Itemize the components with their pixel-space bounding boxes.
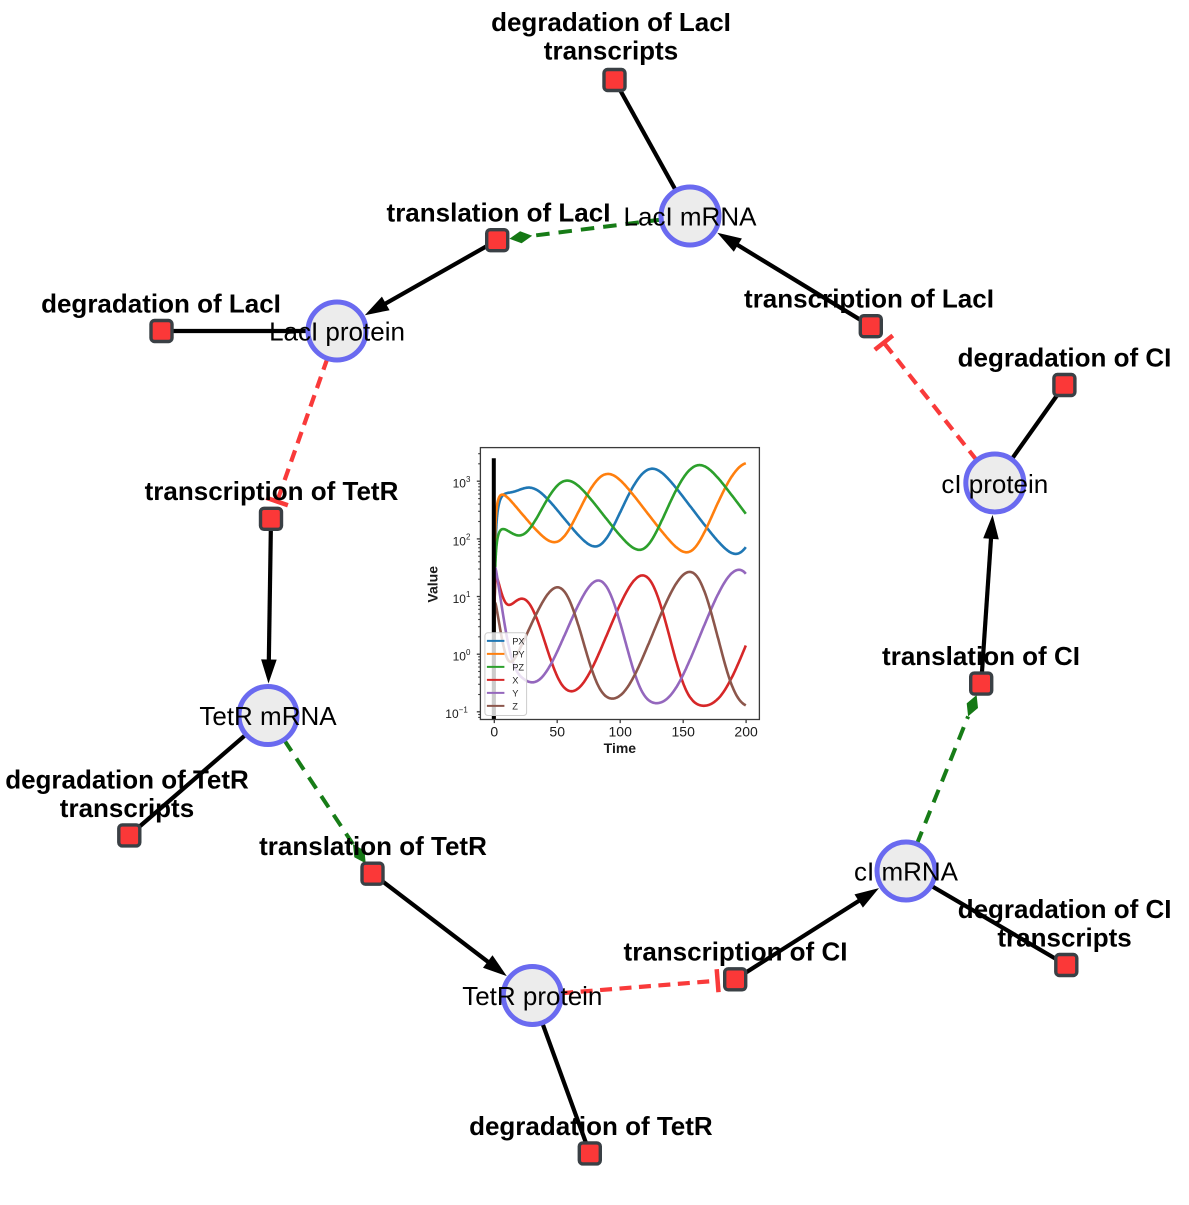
svg-text:transcription of TetR: transcription of TetR — [145, 476, 399, 506]
svg-text:PY: PY — [512, 649, 524, 659]
svg-text:Z: Z — [512, 701, 518, 711]
svg-text:cI mRNA: cI mRNA — [854, 857, 959, 887]
svg-text:LacI protein: LacI protein — [269, 317, 405, 347]
svg-text:PZ: PZ — [512, 662, 524, 672]
svg-text:100: 100 — [453, 648, 471, 664]
svg-text:degradation of LacI: degradation of LacI — [491, 7, 731, 37]
svg-text:TetR protein: TetR protein — [462, 981, 602, 1011]
svg-text:transcripts: transcripts — [544, 36, 678, 66]
svg-text:Value: Value — [425, 566, 441, 603]
svg-text:transcripts: transcripts — [997, 922, 1131, 952]
svg-text:degradation of TetR: degradation of TetR — [5, 764, 249, 794]
svg-text:TetR mRNA: TetR mRNA — [199, 701, 337, 731]
svg-text:cI protein: cI protein — [941, 469, 1048, 499]
svg-text:translation of LacI: translation of LacI — [387, 198, 611, 228]
svg-text:transcripts: transcripts — [60, 793, 194, 823]
svg-text:translation of TetR: translation of TetR — [259, 831, 487, 861]
svg-text:Time: Time — [604, 740, 637, 756]
svg-text:0: 0 — [490, 724, 498, 740]
svg-text:Y: Y — [512, 688, 518, 698]
svg-text:50: 50 — [549, 724, 565, 740]
svg-text:degradation of CI: degradation of CI — [958, 894, 1172, 924]
svg-text:150: 150 — [672, 724, 696, 740]
svg-text:degradation of TetR: degradation of TetR — [469, 1111, 713, 1141]
svg-text:101: 101 — [453, 590, 471, 606]
svg-text:100: 100 — [609, 724, 633, 740]
svg-text:translation of CI: translation of CI — [882, 641, 1080, 671]
svg-text:10−1: 10−1 — [445, 705, 468, 721]
svg-text:102: 102 — [453, 533, 471, 549]
svg-text:103: 103 — [453, 475, 471, 491]
svg-text:transcription of LacI: transcription of LacI — [744, 284, 994, 314]
svg-text:200: 200 — [734, 724, 758, 740]
svg-text:PX: PX — [512, 636, 524, 646]
svg-text:degradation of LacI: degradation of LacI — [41, 289, 281, 319]
svg-text:degradation of CI: degradation of CI — [958, 342, 1172, 372]
svg-text:transcription of CI: transcription of CI — [624, 937, 848, 967]
svg-text:X: X — [512, 675, 518, 685]
svg-text:LacI mRNA: LacI mRNA — [624, 202, 758, 232]
